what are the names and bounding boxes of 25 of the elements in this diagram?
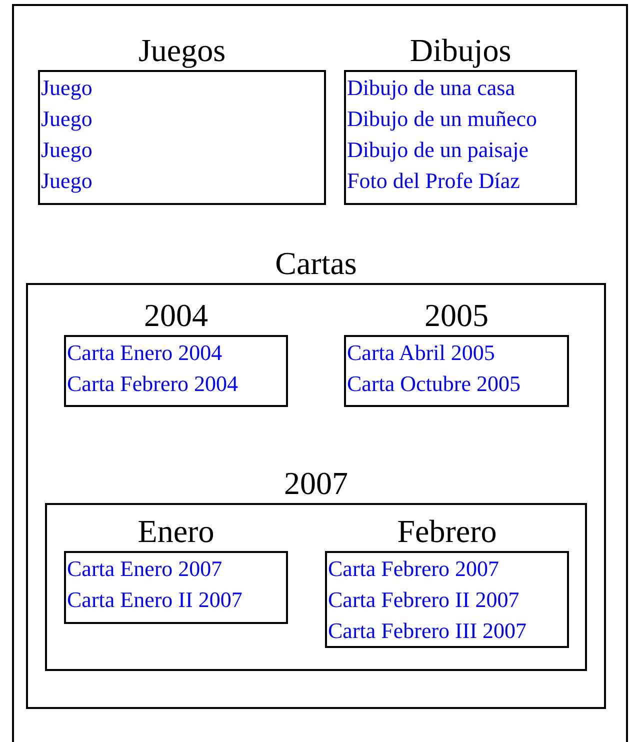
link-text: Juego: [41, 136, 92, 164]
link-text: Carta Febrero III 2007: [328, 617, 527, 645]
heading: 2007: [284, 464, 348, 503]
link-text: Juego: [41, 74, 92, 102]
link-text: Dibujo de un muñeco: [347, 105, 538, 133]
link-text: Carta Abril 2005: [347, 339, 495, 367]
link-text: Foto del Profe Díaz: [347, 167, 520, 195]
link-text: Carta Octubre 2005: [347, 370, 520, 398]
link-text: Carta Febrero II 2007: [328, 586, 520, 614]
heading: Enero: [138, 512, 214, 551]
link-text: Carta Enero II 2007: [67, 586, 242, 614]
link-text: Dibujo de una casa: [347, 74, 515, 102]
heading: Juegos: [138, 31, 226, 70]
link-text: Carta Febrero 2004: [67, 370, 238, 398]
heading: Febrero: [397, 512, 497, 551]
link-text: Carta Enero 2004: [67, 339, 222, 367]
link-text: Carta Febrero 2007: [328, 555, 500, 583]
heading: Dibujos: [410, 31, 512, 70]
link-text: Dibujo de un paisaje: [347, 136, 528, 164]
link-text: Carta Enero 2007: [67, 555, 222, 583]
heading: 2005: [424, 296, 488, 335]
link-text: Juego: [41, 105, 92, 133]
heading: Cartas: [275, 244, 357, 283]
link-text: Juego: [41, 167, 92, 195]
heading: 2004: [144, 296, 208, 335]
